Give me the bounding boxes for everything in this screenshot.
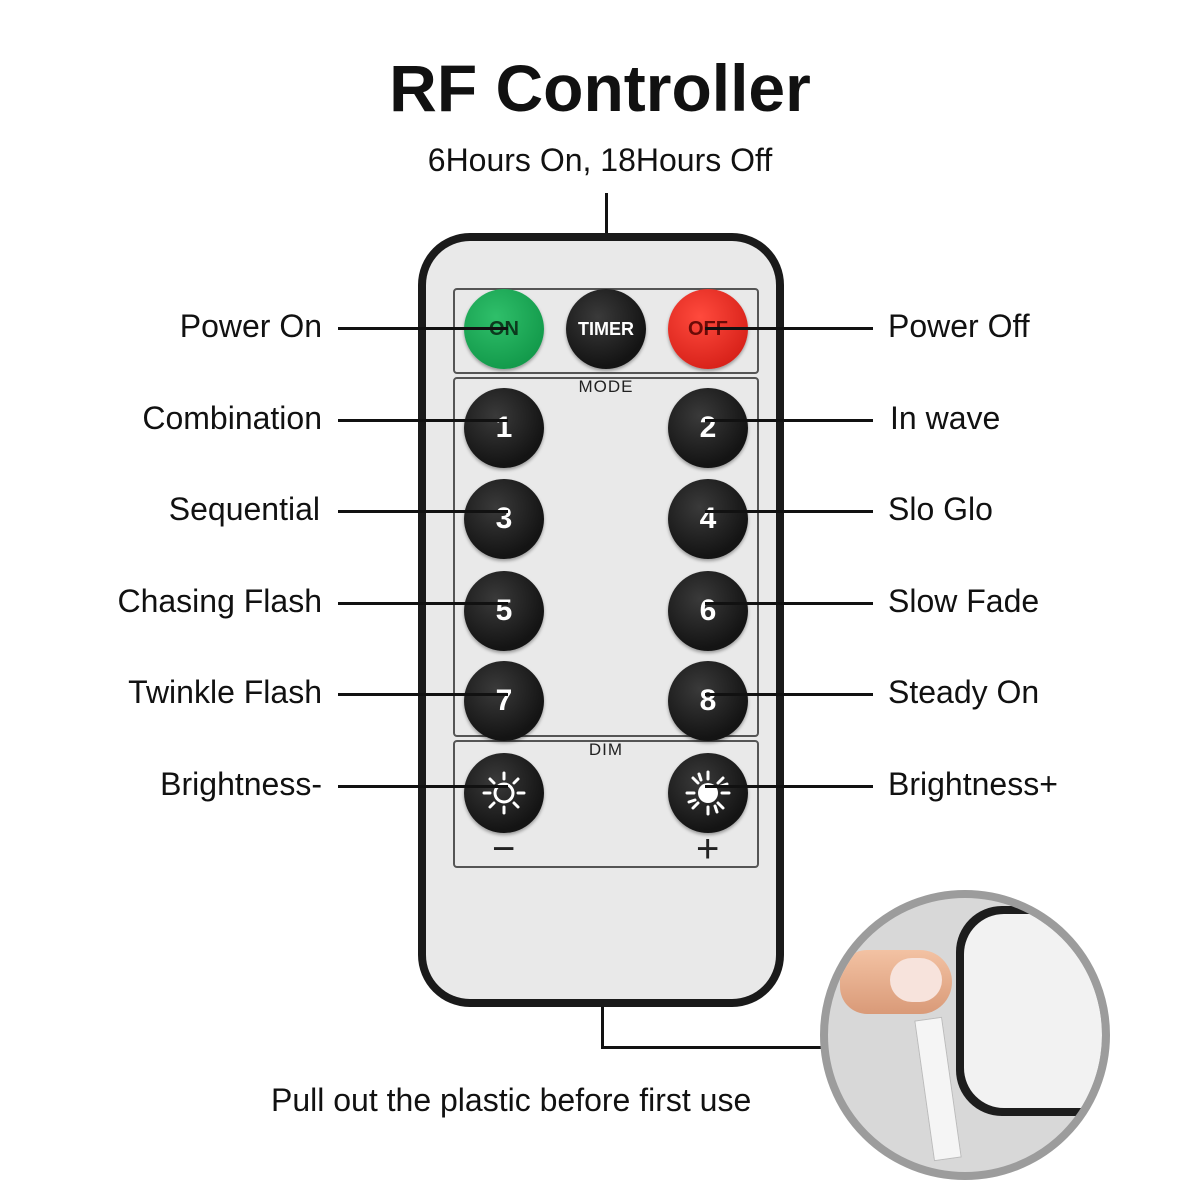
leader-mode-4 bbox=[705, 510, 873, 513]
closeup-remote bbox=[956, 906, 1102, 1116]
label-brightness-up: Brightness+ bbox=[888, 766, 1058, 802]
brightness-down-button[interactable] bbox=[464, 753, 544, 833]
leader-mode-2 bbox=[705, 419, 873, 422]
remote-controller: MODE DIM ON TIMER OFF 1 2 3 4 5 6 7 8 bbox=[418, 233, 784, 1007]
mode-panel-label: MODE bbox=[578, 377, 634, 396]
dim-panel: DIM bbox=[453, 740, 759, 868]
footer-note: Pull out the plastic before first use bbox=[271, 1082, 752, 1118]
label-power-on: Power On bbox=[179, 308, 322, 344]
leader-power-on bbox=[338, 327, 508, 330]
mode-7-button[interactable]: 7 bbox=[464, 661, 544, 741]
leader-brightness-up bbox=[705, 785, 873, 788]
leader-brightness-down bbox=[338, 785, 508, 788]
timer-button[interactable]: TIMER bbox=[566, 289, 646, 369]
timer-note: 6Hours On, 18Hours Off bbox=[427, 142, 773, 178]
brightness-up-button[interactable] bbox=[668, 753, 748, 833]
label-brightness-down: Brightness- bbox=[160, 766, 322, 802]
leader-mode-5 bbox=[338, 602, 508, 605]
label-power-off: Power Off bbox=[888, 308, 1030, 344]
mode-6-button[interactable]: 6 bbox=[668, 571, 748, 651]
label-mode-5: Chasing Flash bbox=[117, 583, 322, 619]
plastic-tab bbox=[914, 1016, 962, 1162]
label-mode-1: Combination bbox=[142, 400, 322, 436]
fingernail bbox=[890, 958, 942, 1002]
mode-3-button[interactable]: 3 bbox=[464, 479, 544, 559]
leader-mode-7 bbox=[338, 693, 508, 696]
mode-1-button[interactable]: 1 bbox=[464, 388, 544, 468]
leader-mode-1 bbox=[338, 419, 508, 422]
label-mode-6: Slow Fade bbox=[888, 583, 1040, 619]
plus-sign: + bbox=[696, 827, 720, 871]
battery-tab-closeup bbox=[820, 890, 1110, 1180]
remote-face: MODE DIM ON TIMER OFF 1 2 3 4 5 6 7 8 bbox=[426, 241, 776, 999]
mode-2-button[interactable]: 2 bbox=[668, 388, 748, 468]
label-mode-2: In wave bbox=[890, 400, 1001, 436]
label-mode-7: Twinkle Flash bbox=[128, 674, 322, 710]
mode-4-button[interactable]: 4 bbox=[668, 479, 748, 559]
label-mode-4: Slo Glo bbox=[888, 491, 993, 527]
label-mode-3: Sequential bbox=[168, 491, 320, 527]
leader-mode-8 bbox=[705, 693, 873, 696]
battery-pointer-vertical bbox=[601, 1007, 604, 1049]
mode-panel: MODE bbox=[453, 377, 759, 737]
mode-5-button[interactable]: 5 bbox=[464, 571, 544, 651]
label-mode-8: Steady On bbox=[888, 674, 1040, 710]
dim-panel-label: DIM bbox=[588, 740, 624, 759]
sun-filled-icon bbox=[685, 770, 731, 816]
sun-outline-icon bbox=[482, 771, 526, 815]
minus-sign: − bbox=[492, 827, 516, 871]
leader-mode-3 bbox=[338, 510, 508, 513]
mode-8-button[interactable]: 8 bbox=[668, 661, 748, 741]
page-title: RF Controller bbox=[389, 51, 811, 125]
battery-pointer-horizontal bbox=[601, 1046, 823, 1049]
leader-power-off bbox=[705, 327, 873, 330]
leader-mode-6 bbox=[705, 602, 873, 605]
